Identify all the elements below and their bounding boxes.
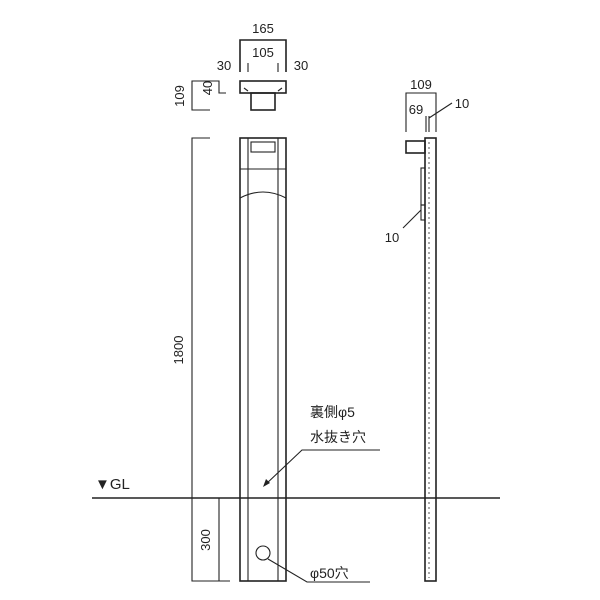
hole-50-leader: [267, 558, 370, 583]
dim-1800: 1800: [171, 336, 186, 365]
dim-105: 105: [252, 45, 274, 60]
drain-hole-label-1: 裏側φ5: [310, 404, 355, 420]
drain-hole-label-2: 水抜き穴: [310, 429, 366, 445]
arrow-icon: [263, 479, 270, 487]
hole-50-label: φ50穴: [310, 565, 349, 581]
dim-side-10-lower: 10: [385, 230, 399, 245]
hole-50: [255, 545, 271, 561]
dim-side-10-top: 10: [455, 96, 469, 111]
height-dimension: 1800 300: [171, 137, 230, 582]
side-dimensions: 109 69 10 10: [385, 77, 469, 245]
post-front-view: [239, 137, 287, 582]
dim-300: 300: [198, 529, 213, 551]
drain-hole-leader: [264, 449, 380, 486]
dim-40: 40: [200, 81, 215, 95]
dim-109: 109: [172, 85, 187, 107]
dim-side-109: 109: [410, 77, 432, 92]
dim-side-69: 69: [409, 102, 423, 117]
ground-level-label: ▼GL: [95, 476, 130, 493]
dim-165: 165: [252, 21, 274, 36]
cap-height-dimension: 109 40: [172, 80, 226, 111]
dim-30-right: 30: [294, 58, 308, 73]
dim-30-left: 30: [217, 58, 231, 73]
post-side-view: [405, 137, 437, 582]
cap-top-view: 165 105 30 30: [217, 21, 308, 111]
